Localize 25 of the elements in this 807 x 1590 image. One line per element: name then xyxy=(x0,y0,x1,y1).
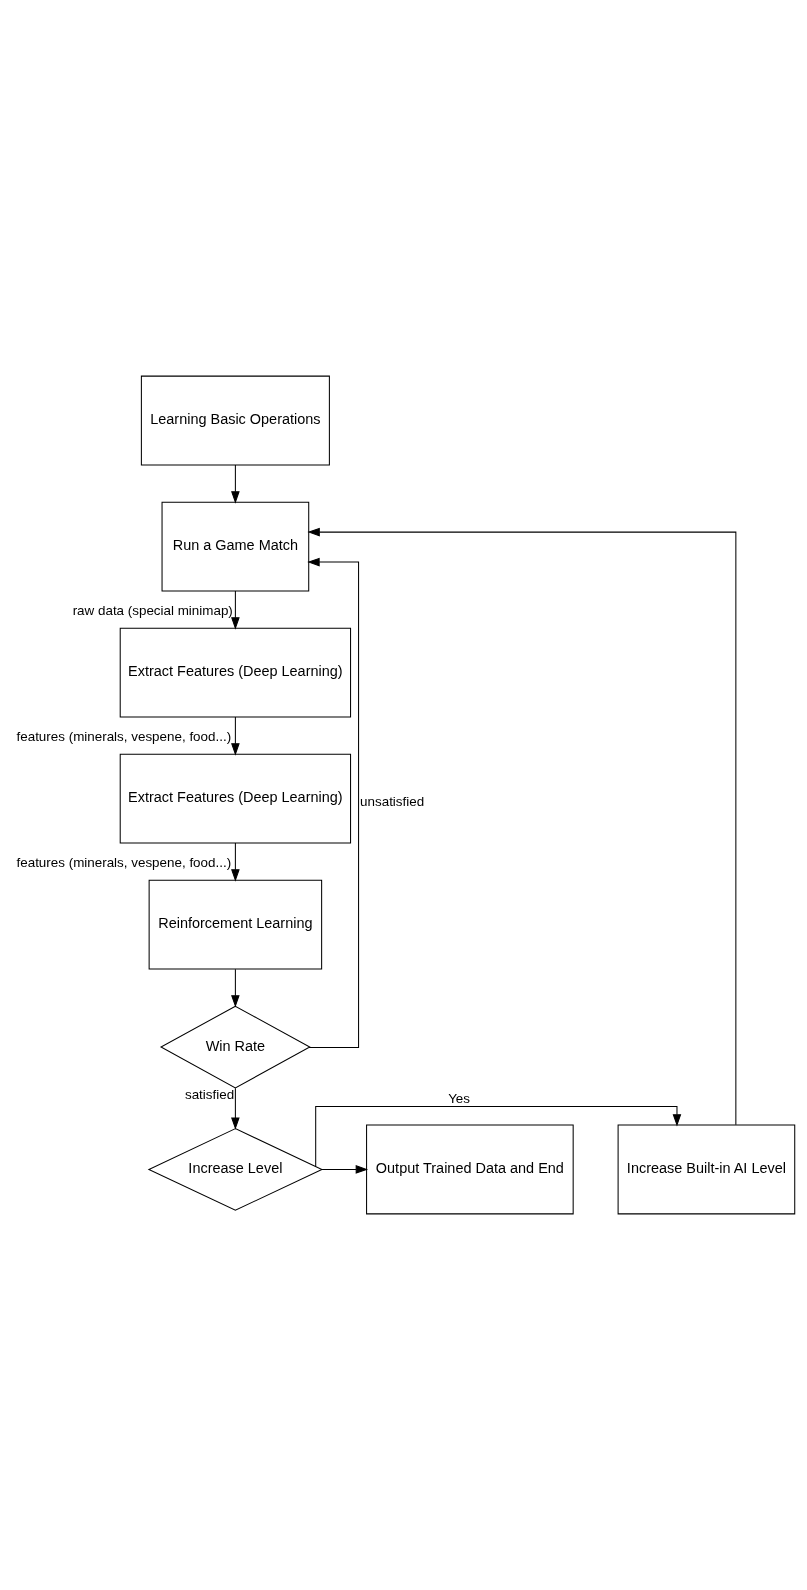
edge-label: Yes xyxy=(448,1090,471,1106)
node-box: Increase Built-in AI Level xyxy=(617,1124,796,1215)
node-diamond: Win Rate xyxy=(159,1005,311,1089)
arrow xyxy=(321,1165,369,1174)
arrow xyxy=(231,590,240,630)
node-box: Run a Game Match xyxy=(161,501,310,592)
arrow xyxy=(231,464,240,504)
edge-label: unsatisfied xyxy=(360,794,425,810)
node-box: Output Trained Data and End xyxy=(366,1124,574,1215)
arrow xyxy=(231,1087,240,1130)
node-box: Extract Features (Deep Learning) xyxy=(119,627,352,718)
edge-label: satisfied xyxy=(184,1087,235,1103)
node-box: Extract Features (Deep Learning) xyxy=(119,753,352,844)
edge-label: raw data (special minimap) xyxy=(72,603,233,619)
node-diamond: Increase Level xyxy=(147,1128,324,1211)
arrow xyxy=(307,527,737,1126)
arrow xyxy=(231,968,240,1008)
arrow xyxy=(231,716,240,756)
arrow xyxy=(307,557,360,1049)
edge-label: features (minerals, vespene, food...) xyxy=(16,855,232,871)
node-box: Reinforcement Learning xyxy=(148,879,323,970)
node-box: Learning Basic Operations xyxy=(140,375,330,466)
arrow xyxy=(315,1105,682,1167)
arrow xyxy=(231,842,240,882)
edge-label: features (minerals, vespene, food...) xyxy=(16,729,232,745)
